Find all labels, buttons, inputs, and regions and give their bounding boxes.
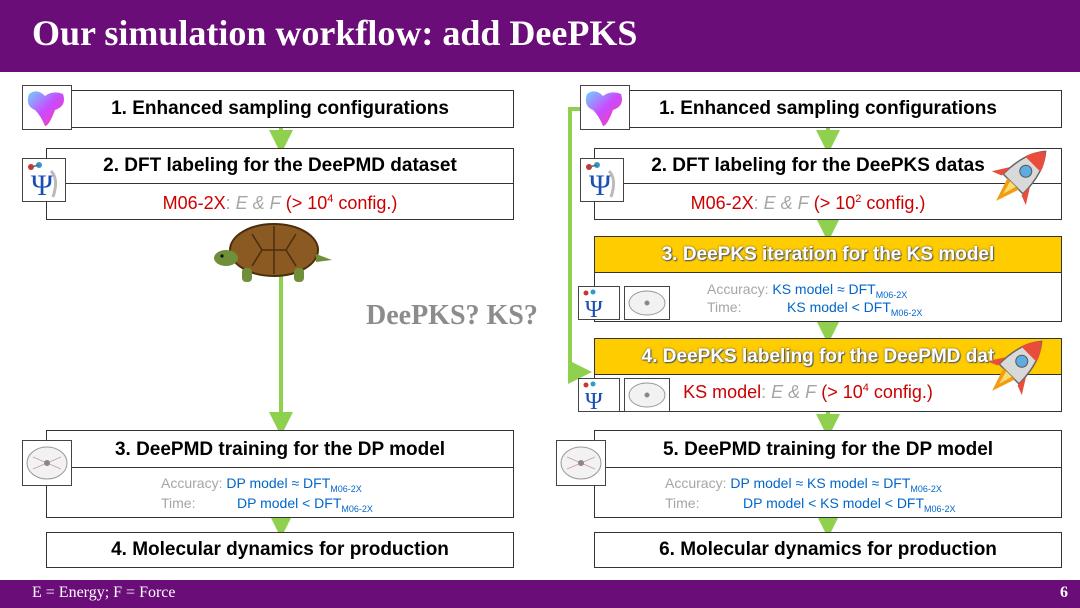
tortoise-icon (212, 220, 336, 286)
left-step4-box: 4. Molecular dynamics for production (46, 532, 514, 568)
psi-wavefunction-icon: Ψ (580, 158, 624, 202)
slide-title: Our simulation workflow: add DeePKS (32, 13, 638, 53)
right-step3-accuracy: Accuracy: KS model ≈ DFTM06-2X (707, 281, 908, 300)
psi-wavefunction-icon: Ψ (578, 378, 620, 415)
page-number: 6 (1060, 584, 1068, 601)
left-step4-label: 4. Molecular dynamics for production (111, 539, 449, 560)
neural-network-icon (22, 440, 72, 486)
right-step1-label: 1. Enhanced sampling configurations (659, 98, 997, 119)
rocket-icon (970, 326, 1058, 412)
right-step3-label: 3. DeePKS iteration for the KS model (661, 243, 995, 265)
right-step3-box: 3. DeePKS iteration for the KS model Acc… (594, 236, 1062, 322)
right-step6-box: 6. Molecular dynamics for production (594, 532, 1062, 568)
left-step3-box: 3. DeePMD training for the DP model Accu… (46, 430, 514, 518)
right-step2-label: 2. DFT labeling for the DeePKS datas (651, 155, 985, 176)
right-step5-accuracy: Accuracy: DP model ≈ KS model ≈ DFTM06-2… (665, 475, 942, 494)
left-step1-label: 1. Enhanced sampling configurations (111, 98, 449, 119)
right-step2-box: 2. DFT labeling for the DeePKS datas M06… (594, 148, 1062, 220)
neural-network-icon (556, 440, 606, 486)
left-step3-time: Time:DP model < DFTM06-2X (161, 495, 373, 514)
energy-landscape-icon (22, 85, 72, 130)
title-bar: Our simulation workflow: add DeePKS (0, 0, 1080, 72)
right-step4-label: 4. DeePKS labeling for the DeePMD dat (641, 345, 995, 367)
right-step4-box: 4. DeePKS labeling for the DeePMD dat KS… (594, 338, 1062, 412)
left-step2-detail: M06-2X: E & F (> 104 config.) (162, 193, 398, 213)
right-step6-label: 6. Molecular dynamics for production (659, 539, 997, 560)
right-step4-detail: KS model: E & F (> 104 config.) (683, 382, 933, 402)
svg-text:Ψ: Ψ (585, 389, 603, 411)
right-step1-box: 1. Enhanced sampling configurations (594, 90, 1062, 128)
svg-text:Ψ: Ψ (31, 169, 54, 201)
left-step3-accuracy: Accuracy: DP model ≈ DFTM06-2X (161, 475, 362, 494)
rocket-icon (974, 136, 1062, 222)
right-step3-time: Time:KS model < DFTM06-2X (707, 299, 923, 318)
psi-wavefunction-icon: Ψ (578, 286, 620, 323)
right-step5-label: 5. DeePMD training for the DP model (662, 439, 994, 460)
psi-wavefunction-icon: Ψ (22, 158, 66, 202)
right-step5-box: 5. DeePMD training for the DP model Accu… (594, 430, 1062, 518)
right-step2-detail: M06-2X: E & F (> 102 config.) (690, 193, 926, 213)
center-question: DeePKS? KS? (366, 300, 538, 331)
svg-text:Ψ: Ψ (585, 297, 603, 319)
footer-bar: E = Energy; F = Force 6 (0, 580, 1080, 608)
left-step3-label: 3. DeePMD training for the DP model (114, 439, 446, 460)
footer-legend: E = Energy; F = Force (32, 584, 176, 601)
svg-text:Ψ: Ψ (589, 169, 612, 201)
neural-network-icon (624, 286, 670, 320)
left-step1-box: 1. Enhanced sampling configurations (46, 90, 514, 128)
right-step5-time: Time:DP model < KS model < DFTM06-2X (665, 495, 956, 514)
neural-network-icon (624, 378, 670, 412)
left-step2-label: 2. DFT labeling for the DeePMD dataset (103, 155, 457, 176)
left-step2-box: 2. DFT labeling for the DeePMD dataset M… (46, 148, 514, 220)
energy-landscape-icon (580, 85, 630, 130)
